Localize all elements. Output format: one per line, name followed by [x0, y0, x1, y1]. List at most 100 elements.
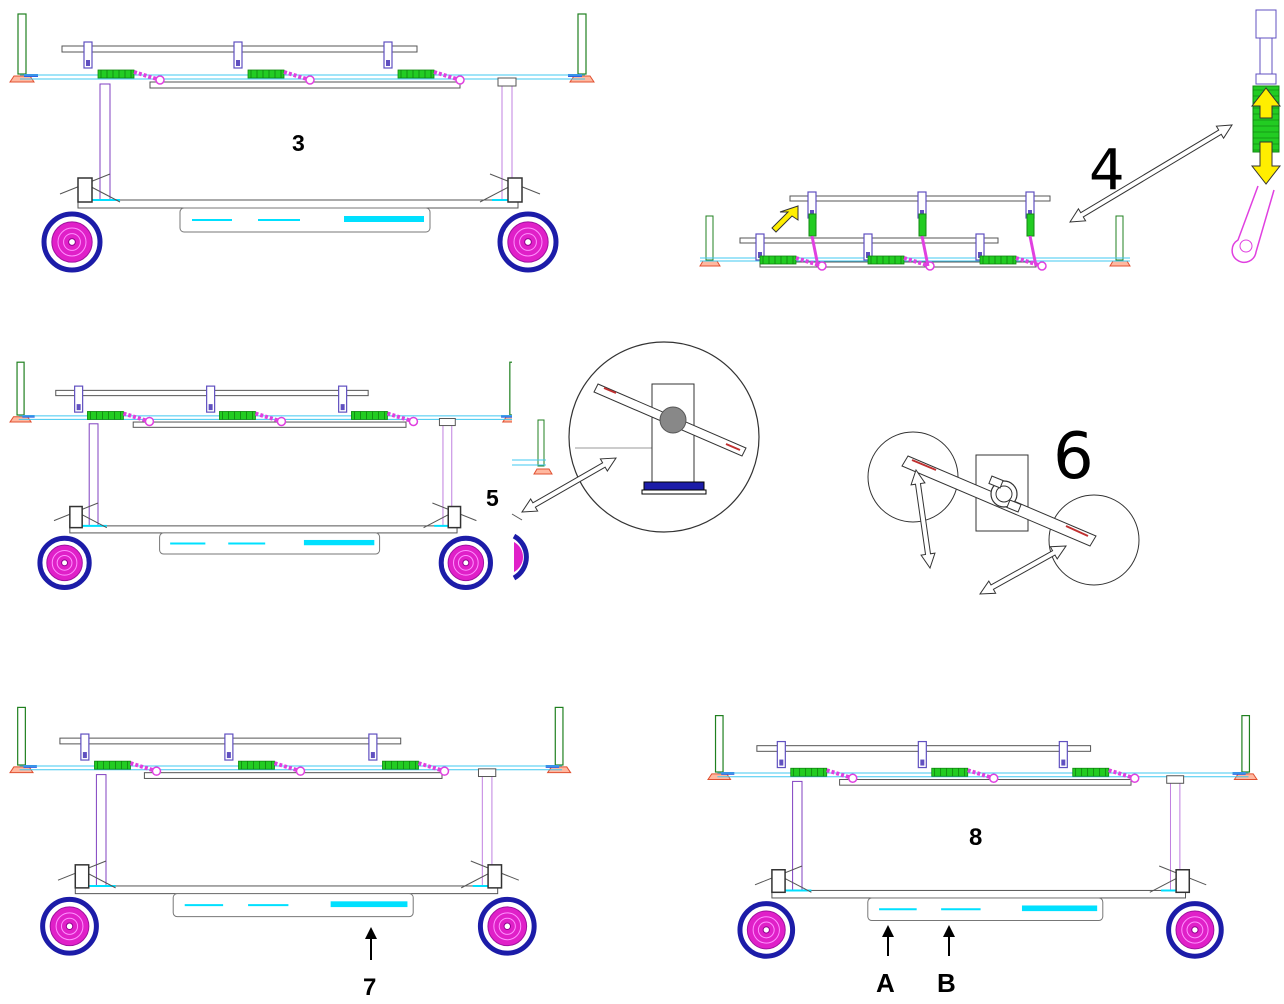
- cart-step-5: [9, 361, 512, 590]
- wheel-bracket: [1175, 869, 1191, 894]
- step-4-label: 4: [1089, 138, 1125, 203]
- end-post: [714, 714, 724, 773]
- base-frame: [74, 885, 499, 895]
- storage-tray: [159, 532, 381, 555]
- rail-clamp: [74, 385, 84, 413]
- zoom-arrow: [521, 457, 617, 513]
- step-6-label: 6: [1053, 420, 1094, 494]
- latch-lever: [1231, 185, 1275, 264]
- latch-mechanism: [790, 767, 858, 783]
- base-frame: [771, 889, 1187, 899]
- latch-mechanism: [87, 411, 155, 427]
- end-post: [509, 361, 512, 416]
- end-post: [1241, 714, 1251, 773]
- detail-pivot-inner: [995, 485, 1013, 503]
- yellow-down-arrow: [1250, 141, 1282, 185]
- pillar-cap: [497, 77, 517, 87]
- panel-step-3: [9, 13, 595, 273]
- latch-column: [918, 213, 927, 237]
- end-post: [577, 13, 587, 75]
- zoom-arrow: [1069, 124, 1233, 223]
- lower-bar: [132, 421, 407, 428]
- post-foot: [1109, 260, 1131, 267]
- wheel-bracket: [77, 177, 93, 203]
- caster-wheel: [497, 211, 559, 273]
- pivot-bracket: [1006, 499, 1022, 513]
- base-frame: [77, 199, 519, 209]
- post-foot: [533, 468, 553, 475]
- latch-cap: [1255, 73, 1277, 85]
- marker-b-label: B: [937, 968, 956, 998]
- end-post: [16, 361, 25, 416]
- rail-clamp: [917, 740, 927, 769]
- end-post: [1115, 215, 1124, 261]
- latch-mechanism: [238, 760, 306, 776]
- yellow-up-arrow: [1250, 87, 1282, 119]
- rail-clamp: [80, 733, 90, 761]
- pillar-cap: [477, 768, 497, 778]
- tray-slot-long: [303, 539, 375, 546]
- rail-clamp: [233, 41, 243, 69]
- motion-arrow: [910, 468, 936, 570]
- yellow-lift-arrow: [771, 205, 799, 233]
- latch-mechanism: [1072, 767, 1140, 783]
- end-post: [17, 706, 26, 766]
- arrow-b-head: [943, 925, 955, 937]
- tray-slot-long: [344, 216, 424, 222]
- pillar: [99, 83, 111, 203]
- arrow-7-head: [365, 927, 377, 939]
- rail-clamp: [383, 41, 393, 69]
- arrow-a-head: [882, 925, 894, 937]
- latch-handle: [1255, 9, 1277, 39]
- latch-mechanism: [931, 767, 999, 783]
- lever-link: [920, 235, 930, 267]
- wheel-bracket: [771, 869, 786, 894]
- detail-base: [641, 489, 707, 495]
- detail-base-plate: [643, 481, 705, 491]
- detail-pivot: [659, 406, 687, 434]
- storage-tray: [179, 207, 431, 233]
- caster-wheel: [1166, 901, 1224, 959]
- rail-clamp: [83, 41, 93, 69]
- motion-arrow: [979, 545, 1067, 595]
- wheel-fragment-inner: [514, 542, 523, 572]
- lower-bar: [143, 772, 443, 779]
- rail-clamp: [1058, 740, 1068, 769]
- caster-wheel: [477, 896, 537, 956]
- storage-tray: [172, 893, 414, 918]
- latch-mechanism: [397, 69, 465, 85]
- end-post: [554, 706, 564, 766]
- lower-bar: [839, 779, 1132, 786]
- pillar-cap: [1166, 775, 1185, 784]
- wheel-fragment: [512, 533, 529, 581]
- end-post: [537, 419, 545, 467]
- tray-slot-long: [1021, 905, 1098, 912]
- tray-slot-long: [330, 901, 408, 908]
- caster-wheel: [41, 211, 103, 273]
- fork-fragment: [511, 513, 523, 521]
- panel-step-6: [867, 431, 1140, 595]
- latch-mechanism: [382, 760, 450, 776]
- latch-column: [808, 213, 817, 237]
- latch-mechanism: [219, 411, 287, 427]
- rail-clamp: [224, 733, 234, 761]
- caster-wheel: [737, 901, 796, 959]
- wheel-bracket: [507, 177, 523, 203]
- lever-link: [810, 235, 820, 267]
- latch-mechanism: [97, 69, 165, 85]
- rail-clamp: [338, 385, 348, 413]
- panel-step-8: [707, 714, 1258, 959]
- wheel-bracket: [69, 505, 83, 529]
- caster-wheel: [438, 535, 493, 590]
- pillar: [88, 423, 99, 529]
- panel-step-4: [699, 9, 1282, 271]
- lever-pivot: [1239, 239, 1253, 253]
- rail-clamp: [206, 385, 216, 413]
- rail-clamp: [776, 740, 786, 769]
- caster-wheel: [40, 896, 99, 956]
- caster-wheel: [37, 535, 92, 590]
- lever-link: [1028, 235, 1038, 267]
- storage-tray: [867, 897, 1104, 922]
